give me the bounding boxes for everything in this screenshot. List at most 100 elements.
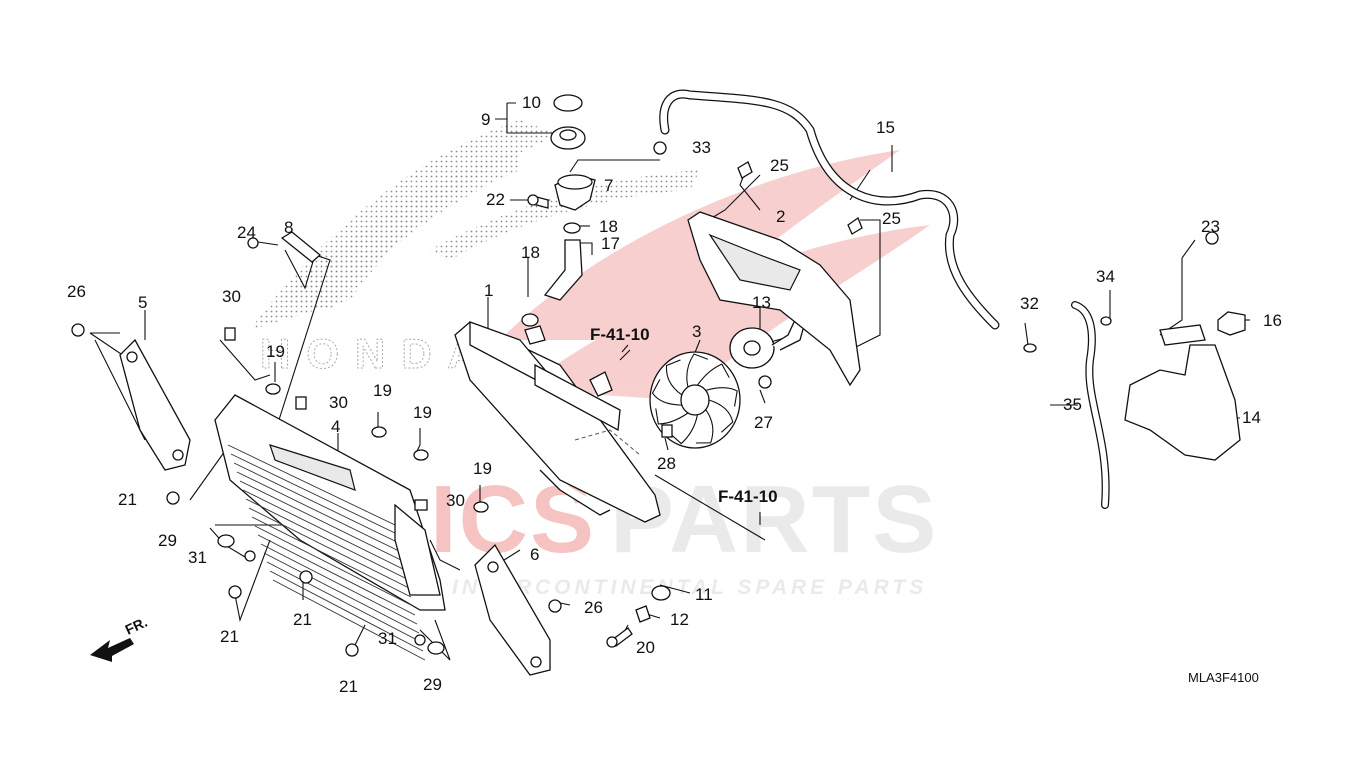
part-number-label-19[interactable]: 19 bbox=[413, 403, 432, 422]
part-number-label-33[interactable]: 33 bbox=[692, 138, 711, 157]
bolt-part-25b bbox=[847, 216, 863, 235]
part-number-label-21[interactable]: 21 bbox=[339, 677, 358, 696]
grommet-part-19a bbox=[265, 383, 281, 395]
part-number-label-19[interactable]: 19 bbox=[266, 342, 285, 361]
part-number-label-8[interactable]: 8 bbox=[284, 218, 293, 237]
part-number-label-23[interactable]: 23 bbox=[1201, 217, 1220, 236]
part-number-label-27[interactable]: 27 bbox=[754, 413, 773, 432]
hose-part-17[interactable] bbox=[543, 239, 583, 301]
part-number-label-35[interactable]: 35 bbox=[1063, 395, 1082, 414]
clip-part-34 bbox=[1100, 316, 1112, 326]
radiator-fins bbox=[227, 444, 426, 661]
icsparts-watermark: ICS PARTS INTERCONTINENTAL SPARE PARTS bbox=[430, 466, 936, 599]
part-number-label-30[interactable]: 30 bbox=[329, 393, 348, 412]
watermark-tagline: INTERCONTINENTAL SPARE PARTS bbox=[452, 576, 927, 599]
part-number-label-25[interactable]: 25 bbox=[770, 156, 789, 175]
part-number-label-21[interactable]: 21 bbox=[118, 490, 137, 509]
reserve-tube-part-35[interactable] bbox=[1071, 301, 1110, 509]
radiator-cap-part-9[interactable] bbox=[550, 126, 586, 150]
part-number-label-30[interactable]: 30 bbox=[446, 491, 465, 510]
part-number-label-19[interactable]: 19 bbox=[373, 381, 392, 400]
part-number-label-5[interactable]: 5 bbox=[138, 293, 147, 312]
watermark-logo-text: HONDA bbox=[260, 330, 494, 377]
radiator-fin bbox=[272, 579, 426, 661]
collar-part-29b bbox=[427, 641, 445, 655]
hardware-parts[interactable] bbox=[71, 141, 1219, 657]
side-cover-part-6[interactable] bbox=[474, 543, 551, 676]
part-number-label-15[interactable]: 15 bbox=[876, 118, 895, 137]
reserve-cap-part-16[interactable] bbox=[1217, 311, 1246, 336]
part-number-label-24[interactable]: 24 bbox=[237, 223, 256, 242]
fan-blade bbox=[696, 363, 730, 386]
ref-label-upper[interactable]: F-41-10 bbox=[590, 325, 650, 344]
part-number-label-14[interactable]: 14 bbox=[1242, 408, 1261, 427]
part-number-label-20[interactable]: 20 bbox=[636, 638, 655, 657]
diagram-code: MLA3F4100 bbox=[1188, 670, 1259, 685]
part-number-label-21[interactable]: 21 bbox=[220, 627, 239, 646]
radiator-part-1[interactable] bbox=[454, 321, 661, 523]
radiator-core-part-4[interactable] bbox=[214, 394, 446, 661]
part-number-label-18[interactable]: 18 bbox=[521, 243, 540, 262]
radiator-fin bbox=[260, 543, 418, 625]
part-number-label-21[interactable]: 21 bbox=[293, 610, 312, 629]
grommet-part-19b bbox=[371, 426, 387, 438]
radiator-fin bbox=[230, 453, 398, 535]
part-number-label-17[interactable]: 17 bbox=[601, 234, 620, 253]
part-number-label-22[interactable]: 22 bbox=[486, 190, 505, 209]
nut-part-30c bbox=[414, 499, 428, 511]
part-number-label-6[interactable]: 6 bbox=[530, 545, 539, 564]
clamp-part-18[interactable] bbox=[521, 222, 581, 327]
o-ring-part-10[interactable] bbox=[553, 94, 583, 112]
radiator-fin bbox=[236, 471, 402, 553]
part-number-label-16[interactable]: 16 bbox=[1263, 311, 1282, 330]
radiator-fin bbox=[254, 525, 414, 607]
part-number-label-13[interactable]: 13 bbox=[752, 293, 771, 312]
part-number-label-26[interactable]: 26 bbox=[584, 598, 603, 617]
bolt-part-21a bbox=[166, 491, 180, 505]
fan-blade bbox=[655, 408, 689, 425]
part-number-label-10[interactable]: 10 bbox=[522, 93, 541, 112]
part-number-label-2[interactable]: 2 bbox=[776, 207, 785, 226]
fan-blade bbox=[665, 359, 683, 396]
part-number-label-25[interactable]: 25 bbox=[882, 209, 901, 228]
nut-part-30a bbox=[224, 327, 236, 341]
part-number-label-32[interactable]: 32 bbox=[1020, 294, 1039, 313]
filler-neck-part-7[interactable] bbox=[554, 174, 596, 211]
part-number-label-19[interactable]: 19 bbox=[473, 459, 492, 478]
bolt-part-33 bbox=[653, 141, 667, 155]
part-number-label-3[interactable]: 3 bbox=[692, 322, 701, 341]
part-number-label-29[interactable]: 29 bbox=[423, 675, 442, 694]
bolt-part-20 bbox=[606, 627, 633, 648]
part-number-label-9[interactable]: 9 bbox=[481, 110, 490, 129]
part-number-label-1[interactable]: 1 bbox=[484, 281, 493, 300]
bolt-part-24 bbox=[247, 237, 259, 249]
part-number-label-11[interactable]: 11 bbox=[695, 585, 713, 604]
radiator-fin bbox=[266, 561, 422, 643]
fan-blade bbox=[708, 399, 734, 433]
side-cover-part-5[interactable] bbox=[119, 338, 191, 471]
overflow-hose-part-15[interactable] bbox=[659, 89, 1000, 330]
fan-part-3[interactable] bbox=[649, 351, 741, 449]
shroud-part-2[interactable] bbox=[687, 211, 861, 387]
reserve-tank-part-14[interactable] bbox=[1124, 324, 1241, 461]
part-number-label-26[interactable]: 26 bbox=[67, 282, 86, 301]
part-number-label-34[interactable]: 34 bbox=[1096, 267, 1115, 286]
part-number-label-30[interactable]: 30 bbox=[222, 287, 241, 306]
collar-part-11 bbox=[651, 585, 671, 601]
fan-blade bbox=[669, 414, 698, 445]
bolt-part-27 bbox=[758, 375, 772, 389]
part-number-label-18[interactable]: 18 bbox=[599, 217, 618, 236]
part-number-label-12[interactable]: 12 bbox=[670, 610, 689, 629]
radiator-fin bbox=[242, 489, 406, 571]
part-number-label-4[interactable]: 4 bbox=[331, 417, 340, 436]
part-number-label-28[interactable]: 28 bbox=[657, 454, 676, 473]
part-number-label-31[interactable]: 31 bbox=[188, 548, 207, 567]
grommet-part-19c bbox=[413, 449, 429, 461]
ref-label-lower[interactable]: F-41-10 bbox=[718, 487, 778, 506]
radiator-fin bbox=[257, 534, 416, 616]
bolt-part-25a bbox=[737, 161, 753, 179]
part-number-label-31[interactable]: 31 bbox=[378, 629, 397, 648]
part-number-label-7[interactable]: 7 bbox=[604, 176, 613, 195]
part-number-label-29[interactable]: 29 bbox=[158, 531, 177, 550]
grommet-part-19d bbox=[473, 501, 489, 513]
